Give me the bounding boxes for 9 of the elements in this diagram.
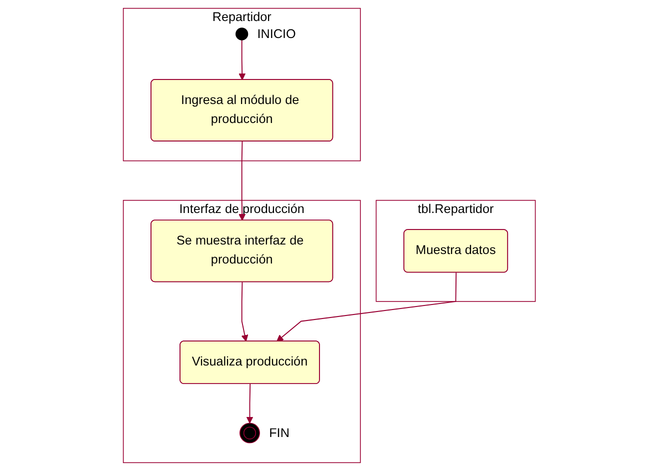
node-circle <box>236 28 248 40</box>
arrow <box>238 141 246 221</box>
node-caption: INICIO <box>257 26 296 41</box>
arrow <box>246 384 254 424</box>
arrow <box>242 282 248 342</box>
node-caption: FIN <box>269 426 290 440</box>
arrow <box>238 39 246 80</box>
arrow <box>276 272 457 342</box>
node-circle <box>240 422 260 444</box>
